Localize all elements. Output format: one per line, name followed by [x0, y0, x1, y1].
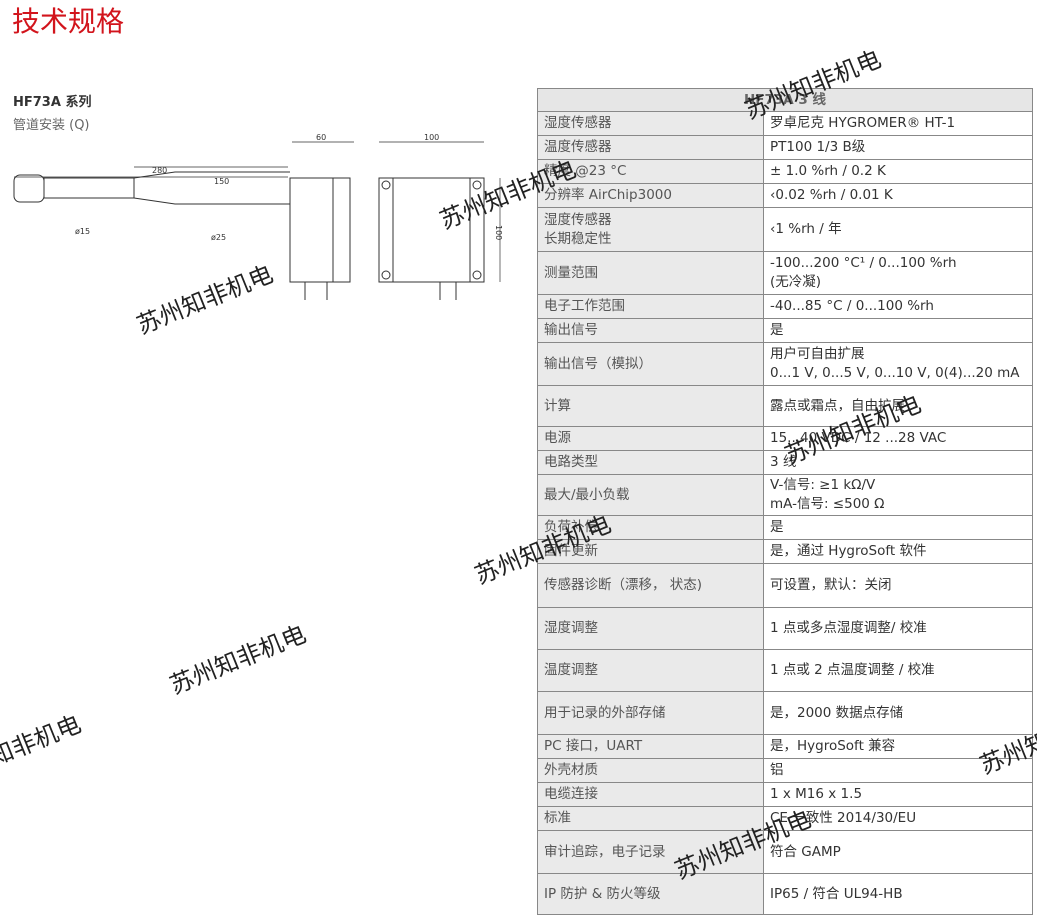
spec-label: 湿度传感器: [537, 111, 764, 136]
dim-280: 280: [152, 166, 167, 175]
spec-value: V-信号: ≥1 kΩ/V mA-信号: ≤500 Ω: [763, 474, 1033, 516]
spec-value: PT100 1/3 B级: [763, 135, 1033, 160]
spec-label: 固件更新: [537, 539, 764, 564]
spec-value: 罗卓尼克 HYGROMER® HT-1: [763, 111, 1033, 136]
spec-value: 是，通过 HygroSoft 软件: [763, 539, 1033, 564]
dim-150: 150: [214, 177, 229, 186]
dim-60: 60: [316, 133, 326, 142]
series-label: HF73A 系列: [13, 95, 92, 110]
spec-value: 1 x M16 x 1.5: [763, 782, 1033, 807]
table-row: 负荷补偿是: [537, 515, 1033, 540]
page-title: 技术规格: [12, 5, 125, 38]
spec-value: 1 点或 2 点温度调整 / 校准: [763, 649, 1033, 692]
spec-value: 3 线: [763, 450, 1033, 475]
spec-value: 是，2000 数据点存储: [763, 691, 1033, 735]
probe-thick: [133, 171, 290, 205]
spec-label: 标准: [537, 806, 764, 831]
table-row: 计算露点或霜点，自由扩展: [537, 385, 1033, 427]
mount-label: 管道安装 (Q): [13, 118, 90, 133]
spec-value: 铝: [763, 758, 1033, 783]
probe-thin: [43, 177, 135, 199]
spec-label: 传感器诊断（漂移， 状态): [537, 563, 764, 608]
spec-value: ‹0.02 %rh / 0.01 K: [763, 183, 1033, 208]
spec-label: IP 防护 & 防火等级: [537, 873, 764, 915]
spec-value: CE 一致性 2014/30/EU: [763, 806, 1033, 831]
spec-label: PC 接口，UART: [537, 734, 764, 759]
spec-value: -100...200 °C¹ / 0...100 %rh (无冷凝): [763, 251, 1033, 295]
spec-label: 电路类型: [537, 450, 764, 475]
spec-value: 符合 GAMP: [763, 830, 1033, 874]
spec-value: IP65 / 符合 UL94-HB: [763, 873, 1033, 915]
table-row: 传感器诊断（漂移， 状态)可设置，默认：关闭: [537, 563, 1033, 608]
table-row: 外壳材质铝: [537, 758, 1033, 783]
housing-side: [289, 177, 351, 283]
dim-100-height: 100: [494, 225, 503, 240]
table-row: 精度 @23 °C± 1.0 %rh / 0.2 K: [537, 159, 1033, 184]
spec-value: 15...40 VDC / 12 ...28 VAC: [763, 426, 1033, 451]
watermark: 苏州知非机电: [165, 619, 310, 700]
spec-label: 负荷补偿: [537, 515, 764, 540]
spec-value: -40...85 °C / 0...100 %rh: [763, 294, 1033, 319]
spec-label: 温度传感器: [537, 135, 764, 160]
spec-label: 计算: [537, 385, 764, 427]
table-row: 输出信号是: [537, 318, 1033, 343]
spec-label: 最大/最小负载: [537, 474, 764, 516]
spec-label: 测量范围: [537, 251, 764, 295]
table-row: 测量范围-100...200 °C¹ / 0...100 %rh (无冷凝): [537, 251, 1033, 295]
sensor-filter: [13, 174, 45, 203]
dim-100-width: 100: [424, 133, 439, 142]
table-row: 输出信号（模拟）用户可自由扩展 0...1 V, 0...5 V, 0...10…: [537, 342, 1033, 386]
spec-value: 是: [763, 515, 1033, 540]
spec-label: 湿度传感器 长期稳定性: [537, 207, 764, 252]
spec-label: 湿度调整: [537, 607, 764, 650]
spec-value: 可设置，默认：关闭: [763, 563, 1033, 608]
spec-label: 电子工作范围: [537, 294, 764, 319]
spec-label: 输出信号: [537, 318, 764, 343]
spec-value: ‹1 %rh / 年: [763, 207, 1033, 252]
spec-value: 是: [763, 318, 1033, 343]
spec-label: 用于记录的外部存储: [537, 691, 764, 735]
spec-value: 露点或霜点，自由扩展: [763, 385, 1033, 427]
spec-label: 审计追踪，电子记录: [537, 830, 764, 874]
table-row: 固件更新是，通过 HygroSoft 软件: [537, 539, 1033, 564]
dim-d25: ø25: [211, 233, 226, 242]
spec-label: 输出信号（模拟）: [537, 342, 764, 386]
dim-d15: ø15: [75, 227, 90, 236]
table-row: 湿度传感器罗卓尼克 HYGROMER® HT-1: [537, 111, 1033, 136]
cable-gland: [304, 281, 328, 300]
spec-label: 温度调整: [537, 649, 764, 692]
spec-label: 外壳材质: [537, 758, 764, 783]
table-row: 湿度传感器 长期稳定性‹1 %rh / 年: [537, 207, 1033, 252]
table-row: 电子工作范围-40...85 °C / 0...100 %rh: [537, 294, 1033, 319]
table-row: 审计追踪，电子记录符合 GAMP: [537, 830, 1033, 874]
spec-value: 用户可自由扩展 0...1 V, 0...5 V, 0...10 V, 0(4)…: [763, 342, 1033, 386]
table-header: HF73A 3 线: [537, 88, 1033, 112]
watermark: 苏州知非机电: [0, 709, 85, 790]
dimension-drawing: 60 100 280 150 ø15 ø25 100: [13, 133, 503, 300]
table-row: 分辨率 AirChip3000‹0.02 %rh / 0.01 K: [537, 183, 1033, 208]
table-row: 用于记录的外部存储是，2000 数据点存储: [537, 691, 1033, 735]
spec-label: 电源: [537, 426, 764, 451]
spec-value: 1 点或多点湿度调整/ 校准: [763, 607, 1033, 650]
spec-value: 是，HygroSoft 兼容: [763, 734, 1033, 759]
housing-front: [378, 177, 485, 283]
spec-value: ± 1.0 %rh / 0.2 K: [763, 159, 1033, 184]
spec-label: 精度 @23 °C: [537, 159, 764, 184]
spec-label: 电缆连接: [537, 782, 764, 807]
spec-label: 分辨率 AirChip3000: [537, 183, 764, 208]
